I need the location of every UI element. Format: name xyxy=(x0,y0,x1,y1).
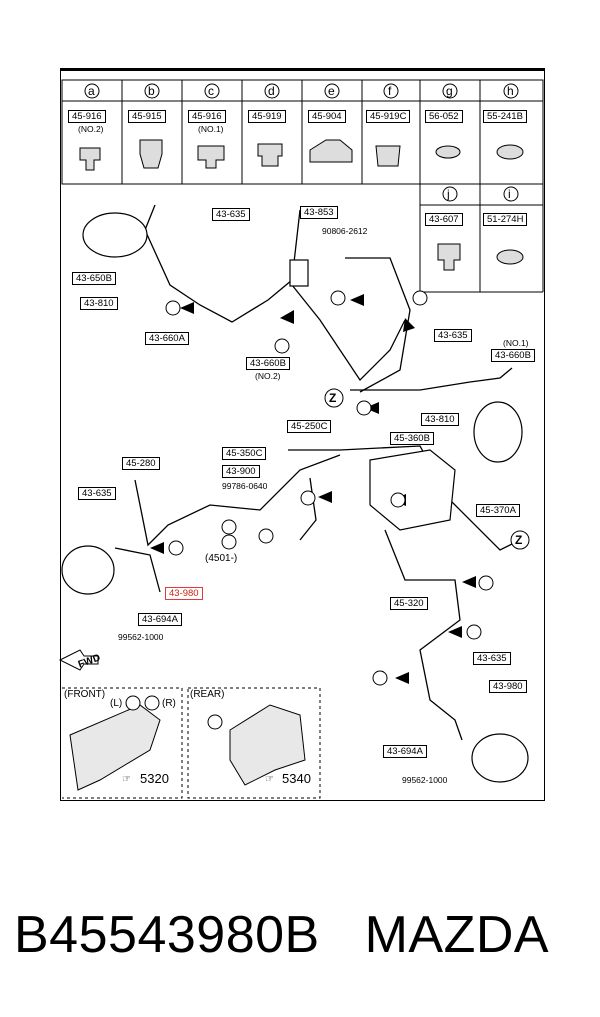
clip-part-i: 51-274H xyxy=(483,213,528,226)
rear-brake-shoe xyxy=(473,401,523,463)
right-knuckle xyxy=(471,733,529,783)
label-99562-right: 99562-1000 xyxy=(402,775,448,785)
label-43-635-right: 43-635 xyxy=(434,329,472,342)
label-43-660B-right: 43-660B xyxy=(491,349,535,362)
plug-h-icon xyxy=(496,144,524,160)
brake-lines xyxy=(114,204,521,741)
clip-letter-e: e xyxy=(328,84,335,98)
arrow-f xyxy=(462,576,476,588)
label-43-635-lower: 43-635 xyxy=(473,652,511,665)
clip-part-b: 45-915 xyxy=(128,110,166,123)
clip-letter-g: g xyxy=(446,84,453,98)
clip-letter-h: h xyxy=(507,84,514,98)
clip-part-f: 45-919C xyxy=(366,110,411,123)
plug-g-icon xyxy=(435,145,461,159)
rear-mudguard xyxy=(229,704,306,786)
label-43-810-right: 43-810 xyxy=(421,413,459,426)
z-marker-right: Z xyxy=(515,533,523,547)
brake-booster xyxy=(369,449,456,531)
arrow-j2 xyxy=(365,402,379,414)
clip-f-icon xyxy=(375,145,401,167)
clip-letter-b: b xyxy=(148,84,155,98)
plug-i-icon xyxy=(496,249,524,265)
label-43-900: 43-900 xyxy=(222,465,260,478)
left-knuckle xyxy=(61,545,115,595)
clip-part-h: 55-241B xyxy=(483,110,527,123)
arrow-a1 xyxy=(150,542,164,554)
clip-j-icon xyxy=(437,243,461,271)
valve-block xyxy=(289,259,309,287)
label-45-350C: 45-350C xyxy=(222,447,267,460)
label-43-980-right: 43-980 xyxy=(489,680,527,693)
clip-e-icon xyxy=(309,139,353,163)
clip-letter-a: a xyxy=(88,84,95,98)
arrow-a2 xyxy=(448,626,462,638)
inset-rear-frame xyxy=(187,687,321,799)
clip-letter-j: j xyxy=(447,187,450,201)
label-43-635-mid: 43-635 xyxy=(78,487,116,500)
brand-name: MAZDA xyxy=(364,906,550,964)
ref-5340: 5340 xyxy=(282,771,311,786)
label-no2: (NO.2) xyxy=(255,371,281,381)
label-45-320: 45-320 xyxy=(390,597,428,610)
label-43-694A-right: 43-694A xyxy=(383,745,427,758)
label-90806: 90806-2612 xyxy=(322,226,368,236)
fwd-arrow-icon xyxy=(58,649,99,671)
clip-d-icon xyxy=(257,143,283,167)
clip-c-icon xyxy=(197,145,225,169)
diagram-sheet xyxy=(60,68,545,801)
rear-label: (REAR) xyxy=(190,689,225,700)
front-label: (FRONT) xyxy=(64,689,106,700)
label-43-980-highlight: 43-980 xyxy=(165,587,203,600)
clip-b-icon xyxy=(139,139,163,169)
label-4501: (4501-) xyxy=(205,553,238,564)
clip-letter-f: f xyxy=(388,84,392,98)
ref-5320-icon: ☞ xyxy=(122,774,131,785)
label-45-250C: 45-250C xyxy=(287,420,332,433)
clip-part-d: 45-919 xyxy=(248,110,286,123)
inset-front-frame xyxy=(62,687,183,799)
arrow-e xyxy=(403,318,415,332)
part-number: B45543980B xyxy=(14,906,320,964)
ref-5320: 5320 xyxy=(140,771,169,786)
label-43-635-top: 43-635 xyxy=(212,208,250,221)
label-99562-left: 99562-1000 xyxy=(118,632,164,642)
clip-note-c: (NO.1) xyxy=(198,124,224,134)
front-brake-shield xyxy=(82,212,148,258)
label-45-280: 45-280 xyxy=(122,457,160,470)
clip-note-a: (NO.2) xyxy=(78,124,104,134)
ref-5340-icon: ☞ xyxy=(265,774,274,785)
clip-letter-c: c xyxy=(208,84,214,98)
arrow-b1 xyxy=(318,491,332,503)
footer-caption: B45543980B MAZDA xyxy=(14,905,549,965)
z-marker-top: Z xyxy=(329,391,337,405)
clip-part-a: 45-916 xyxy=(68,110,106,123)
right-side-label: (R) xyxy=(162,698,176,709)
label-45-360B: 45-360B xyxy=(390,432,434,445)
arrow-a3 xyxy=(395,672,409,684)
clip-part-g: 56-052 xyxy=(425,110,463,123)
clip-part-j: 43-607 xyxy=(425,213,463,226)
clip-part-c: 45-916 xyxy=(188,110,226,123)
label-45-370A: 45-370A xyxy=(476,504,520,517)
label-43-650B: 43-650B xyxy=(72,272,116,285)
label-43-694A-left: 43-694A xyxy=(138,613,182,626)
arrow-c xyxy=(350,294,364,306)
clip-letter-i: i xyxy=(508,187,511,201)
clip-letter-d: d xyxy=(268,84,275,98)
arrow-j xyxy=(180,302,194,314)
clip-a-icon xyxy=(79,147,101,171)
arrow-d xyxy=(280,310,294,324)
label-43-853: 43-853 xyxy=(300,206,338,219)
label-99786: 99786-0640 xyxy=(222,481,268,491)
label-no1: (NO.1) xyxy=(503,338,529,348)
label-43-660B-mid: 43-660B xyxy=(246,357,290,370)
label-43-810-left: 43-810 xyxy=(80,297,118,310)
left-side-label: (L) xyxy=(110,698,123,709)
label-43-660A: 43-660A xyxy=(145,332,189,345)
clip-part-e: 45-904 xyxy=(308,110,346,123)
